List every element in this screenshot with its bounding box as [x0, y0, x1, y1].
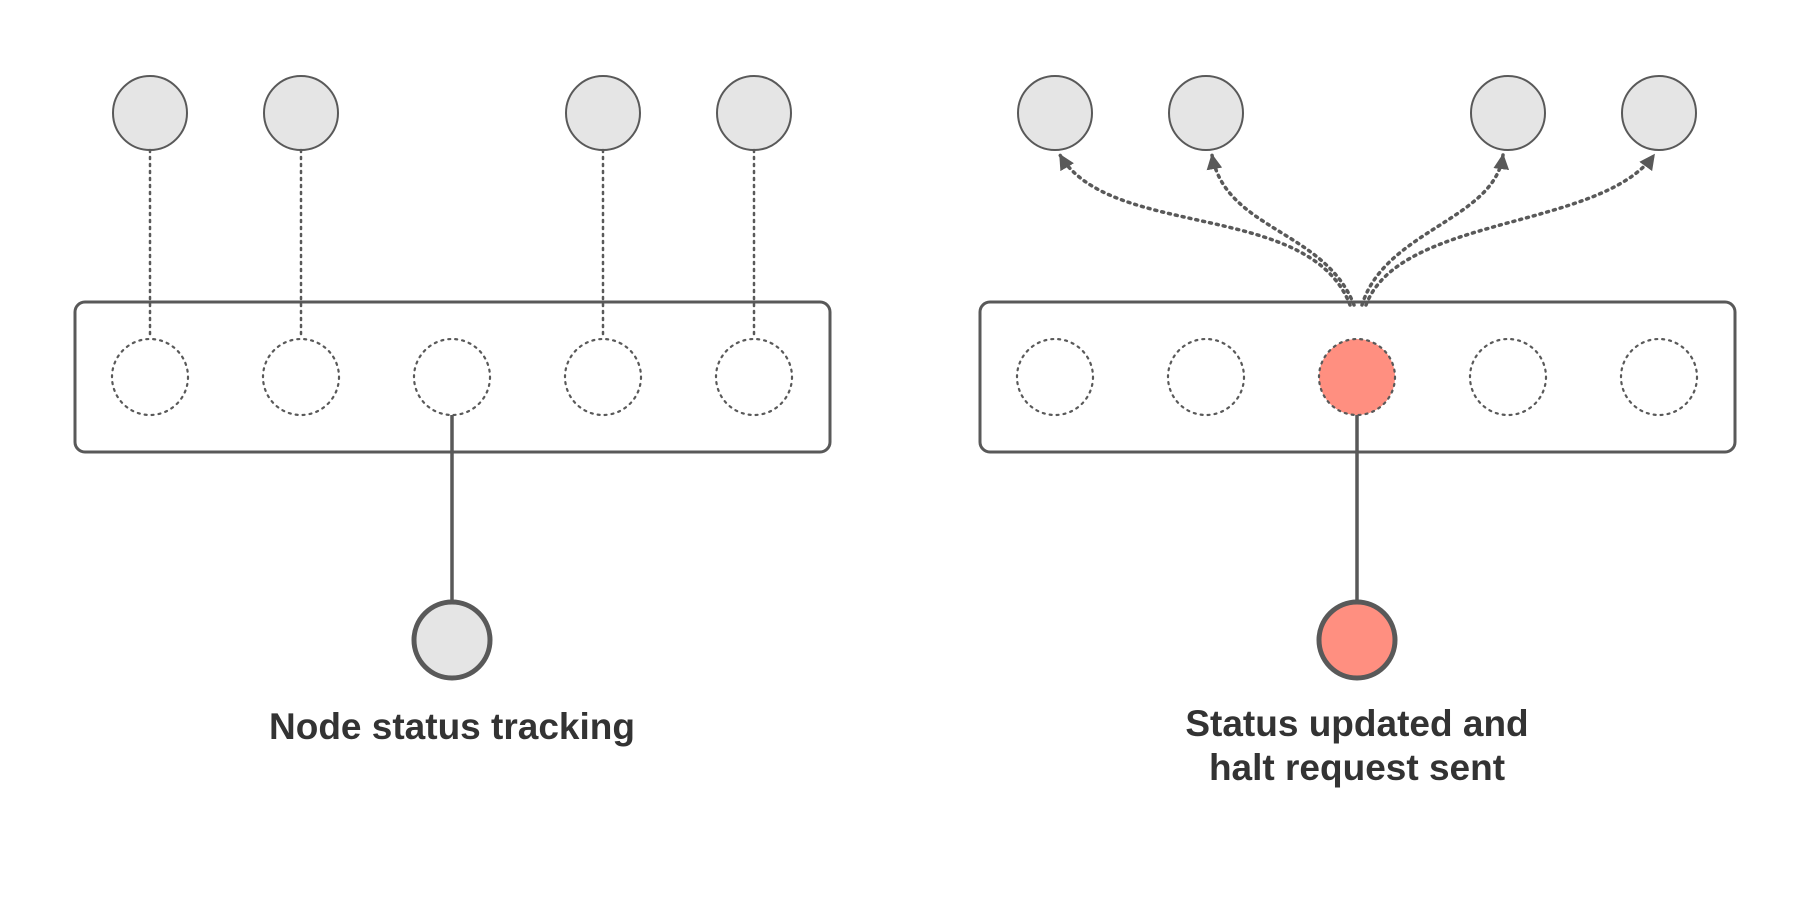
caption-line: Node status tracking	[269, 706, 635, 747]
status-slot-1	[110, 337, 190, 417]
peer-node-3	[1470, 75, 1546, 151]
halt-request-arrow-1	[1058, 153, 1352, 307]
halt-request-arrow-4	[1364, 153, 1656, 307]
halt-request-arrow-3	[1360, 153, 1510, 307]
peer-node-1	[112, 75, 188, 151]
status-slot-5	[1619, 337, 1699, 417]
panel-status-updated-halt-sent	[978, 75, 1737, 681]
caption-line: halt request sent	[1208, 747, 1506, 788]
status-slot-1	[1015, 337, 1095, 417]
peer-node-3	[565, 75, 641, 151]
caption-line: Status updated and	[1185, 703, 1529, 744]
status-slot-4	[1468, 337, 1548, 417]
caption-status-updated-halt-sent: Status updated and halt request sent	[1057, 702, 1657, 790]
status-slot-3	[412, 337, 492, 417]
status-slot-4	[563, 337, 643, 417]
peer-node-2	[1168, 75, 1244, 151]
halt-request-arrow-2	[1206, 153, 1356, 307]
status-slot-2	[1166, 337, 1246, 417]
failed-node	[1316, 599, 1398, 681]
panel-node-status-tracking	[73, 75, 832, 681]
tracked-node	[411, 599, 493, 681]
status-slot-5	[714, 337, 794, 417]
status-slot-2	[261, 337, 341, 417]
peer-node-1	[1017, 75, 1093, 151]
caption-node-status-tracking: Node status tracking	[152, 705, 752, 749]
peer-node-4	[1621, 75, 1697, 151]
peer-node-2	[263, 75, 339, 151]
peer-node-4	[716, 75, 792, 151]
status-slot-failed	[1317, 337, 1397, 417]
